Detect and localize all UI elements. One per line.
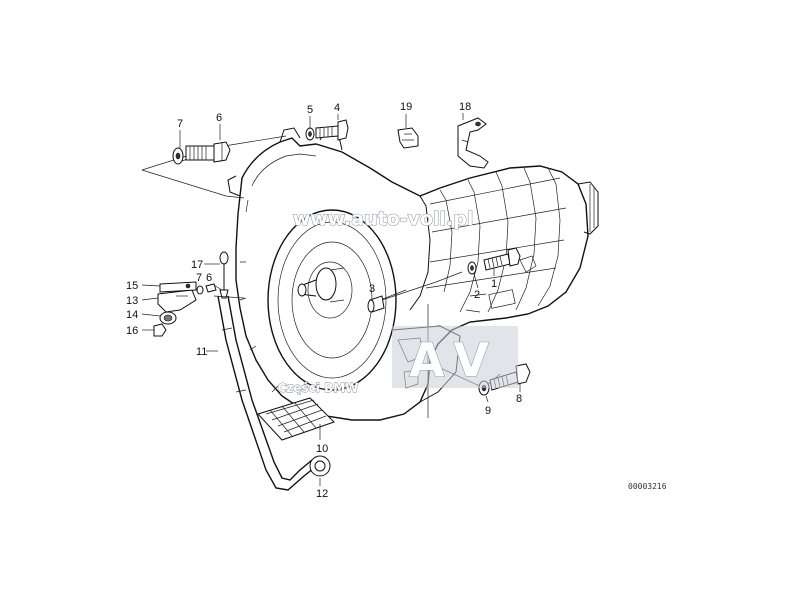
- watermark-logo-box: [392, 326, 518, 388]
- callout-6-small: 6: [206, 272, 212, 284]
- watermark-url: www.auto-voll.pl: [293, 208, 474, 230]
- callout-12: 12: [316, 488, 328, 500]
- callout-11: 11: [196, 346, 207, 358]
- pipe-part-11: [217, 295, 315, 491]
- bracket-part-18: [457, 117, 489, 169]
- callout-4: 4: [334, 102, 340, 114]
- callout-7: 7: [177, 118, 183, 130]
- washer-part-2: [467, 261, 477, 275]
- holder-part-15: [159, 281, 197, 293]
- callout-6: 6: [216, 112, 222, 124]
- callout-10: 10: [316, 443, 328, 455]
- clip-part-19: [397, 127, 419, 149]
- watermark-logo-text: AV: [409, 333, 501, 387]
- clamp-part-14: [159, 311, 177, 325]
- callout-leaders: [141, 113, 521, 486]
- callout-3: 3: [369, 283, 375, 295]
- washer-part-5: [305, 127, 315, 141]
- nut-part-16: [153, 323, 167, 337]
- torque-converter: [267, 209, 397, 391]
- watermark: AV www.auto-voll.pl Części BMW: [277, 207, 518, 395]
- dipstick-part-17: [219, 251, 229, 299]
- callout-15: 15: [126, 280, 138, 292]
- callout-16: 16: [126, 325, 138, 337]
- watermark-subtitle: Części BMW: [278, 381, 359, 395]
- callout-14: 14: [126, 309, 138, 321]
- nut-part-12: [309, 455, 331, 477]
- bolt-part-4: [315, 119, 349, 141]
- washer-part-7: [172, 147, 184, 165]
- callouts: 1 2 3 4 5 6 7 8 9 10 11 12 13 14 15 16 1…: [126, 101, 522, 500]
- callout-17: 17: [191, 259, 203, 271]
- screw-part-6-small: [205, 283, 217, 293]
- bolt-part-1: [483, 247, 521, 271]
- diagram-code: 00003216: [628, 482, 667, 491]
- callout-13: 13: [126, 295, 138, 307]
- callout-19: 19: [400, 101, 412, 113]
- callout-8: 8: [516, 393, 522, 405]
- callout-2: 2: [474, 289, 480, 301]
- callout-18: 18: [459, 101, 471, 113]
- holder-part-13: [157, 289, 197, 313]
- sleeve-part-3: [367, 295, 385, 313]
- grille-part-10: [257, 397, 335, 441]
- callout-1: 1: [491, 278, 497, 290]
- callout-9: 9: [485, 405, 491, 417]
- callout-7-small: 7: [196, 272, 202, 284]
- bolt-part-6: [185, 141, 231, 163]
- washer-part-7-small: [196, 285, 204, 295]
- callout-5: 5: [307, 104, 313, 116]
